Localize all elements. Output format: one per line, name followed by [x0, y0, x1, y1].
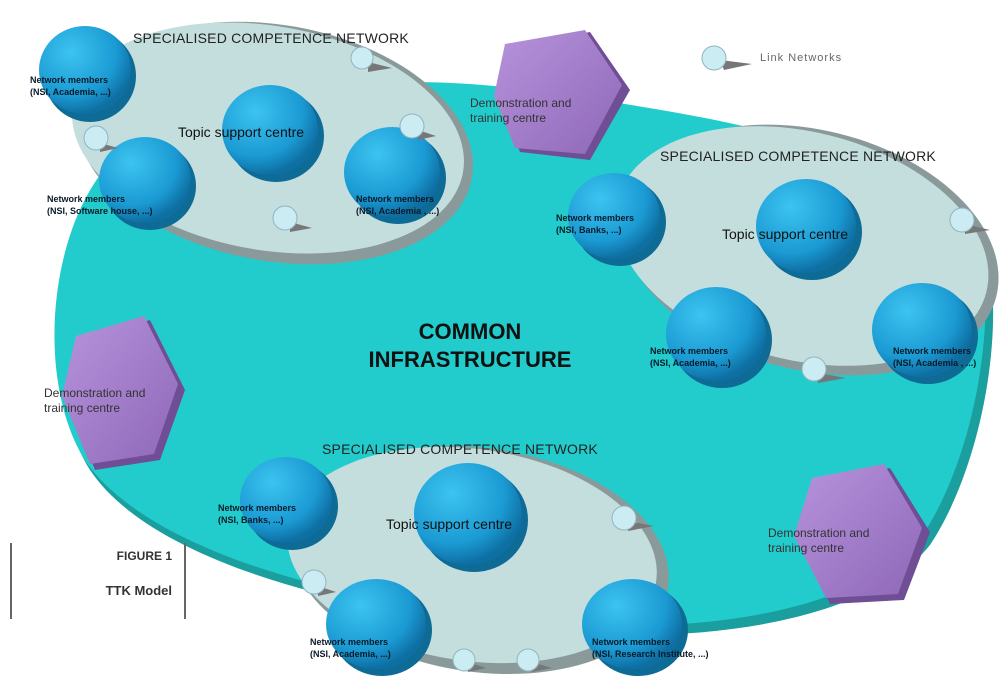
network-members-label: Network members(NSI, Research Institute,…	[592, 637, 709, 660]
link-node	[83, 125, 118, 152]
disc-n3-member-3	[582, 579, 688, 676]
network-members-label: Network members(NSI, Academia, ...)	[30, 75, 111, 98]
hexagon-demo-3	[794, 464, 930, 604]
link-node	[301, 569, 336, 596]
hexagon-demo-2	[62, 316, 185, 470]
link-node	[272, 205, 312, 232]
link-nodes	[83, 45, 990, 672]
network-members-label: Network members(NSI, Banks, ...)	[218, 503, 297, 526]
topic-support-centre-label: Topic support centre	[178, 124, 305, 140]
disc-n1-member-1	[39, 26, 136, 122]
network-members-label: Network members(NSI, Banks, ...)	[556, 213, 635, 236]
network-members-label: Network members(NSI, Software house, ...…	[47, 194, 153, 217]
figure-caption-box: FIGURE 1 TTK Model	[10, 543, 186, 619]
figure-number: FIGURE 1	[116, 549, 172, 563]
demo-hexagons	[62, 30, 930, 604]
disc-n2-member-2	[666, 287, 772, 388]
network-title: SPECIALISED COMPETENCE NETWORK	[322, 441, 598, 457]
network-title: SPECIALISED COMPETENCE NETWORK	[660, 148, 936, 164]
disc-n3-member-1	[240, 457, 338, 550]
network-members-label: Network members(NSI, Academia, ...)	[310, 637, 391, 660]
link-node-legend	[701, 45, 752, 71]
disc-n2-member-3	[872, 283, 978, 384]
link-node	[452, 648, 486, 672]
disc-n2-member-1	[568, 173, 666, 266]
disc-n1-tsc	[222, 85, 324, 182]
disc-n3-member-2	[326, 579, 432, 676]
link-node	[949, 207, 990, 234]
figure-caption: TTK Model	[105, 583, 172, 598]
hexagon-demo-1	[494, 30, 630, 160]
disc-n1-member-2	[99, 137, 196, 230]
link-node	[350, 46, 392, 72]
topic-support-centre-label: Topic support centre	[386, 516, 513, 532]
link-node	[801, 356, 846, 383]
disc-n2-tsc	[756, 179, 862, 280]
network-members-label: Network members(NSI, Academia , ...)	[893, 346, 977, 369]
link-node	[611, 505, 654, 531]
legend-link-networks: Link Networks	[760, 52, 843, 64]
network-members-label: Network members(NSI, Academia, ...)	[650, 346, 731, 369]
topic-support-centre-label: Topic support centre	[722, 226, 849, 242]
link-node	[516, 648, 552, 672]
link-node	[399, 113, 436, 140]
network-members-label: Network members(NSI, Academia , ...)	[356, 194, 440, 217]
network-title: SPECIALISED COMPETENCE NETWORK	[133, 30, 409, 46]
disc-n3-tsc	[414, 463, 528, 572]
disc-n1-member-3	[344, 127, 446, 224]
member-discs	[39, 26, 978, 676]
